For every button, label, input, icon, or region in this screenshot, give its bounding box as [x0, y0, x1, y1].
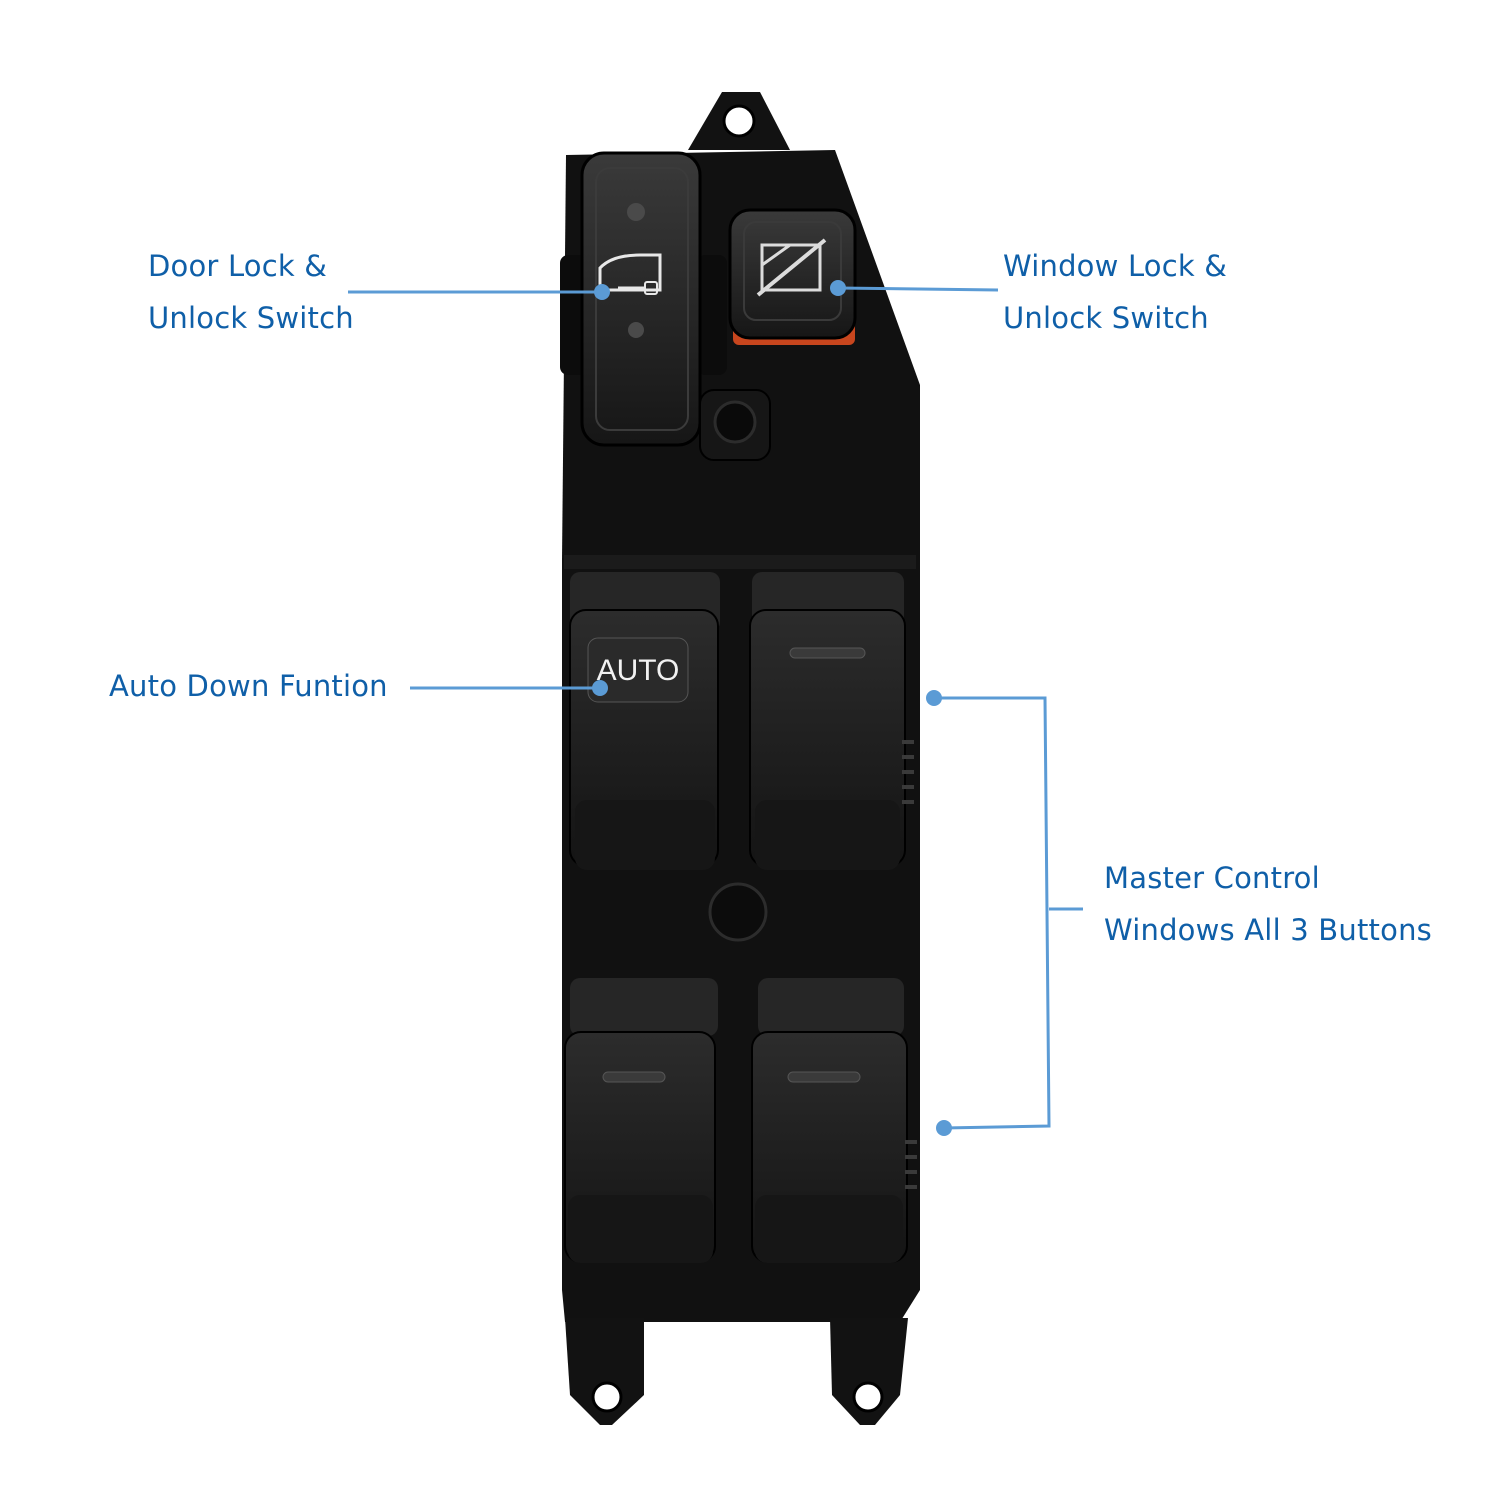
bottom-left-tab — [565, 1318, 644, 1425]
upper-screw — [699, 389, 771, 461]
door-lock-cap — [580, 151, 702, 447]
auto-badge: AUTO — [587, 637, 689, 703]
door-key-icon — [598, 253, 662, 295]
callout-leaders — [348, 286, 1083, 1130]
rocker-ridge — [602, 1071, 666, 1083]
grip-ridges — [902, 740, 914, 804]
master-control-bracket — [934, 696, 1051, 1130]
window-switch-rear-left[interactable] — [564, 978, 718, 1263]
door-lock-label: Door Lock & Unlock Switch — [148, 249, 354, 335]
window-crossed-icon — [756, 238, 827, 297]
grip-ridges — [905, 1140, 917, 1189]
bottom-right-tab — [830, 1318, 908, 1425]
upper-section-edge — [564, 555, 916, 569]
door-lock-dot — [594, 284, 610, 300]
auto-down-dot — [592, 680, 608, 696]
master-control-bottom-dot — [936, 1120, 952, 1136]
bottom-left-hole — [591, 1381, 623, 1413]
middle-screw — [708, 882, 768, 942]
rocker-ridge — [789, 647, 866, 659]
top-mount-hole — [722, 104, 756, 138]
master-control-top-dot — [926, 690, 942, 706]
window-switch-rear-right[interactable] — [751, 978, 917, 1263]
window-switch-driver-auto[interactable]: AUTO — [569, 572, 720, 870]
callout-dots — [592, 280, 952, 1136]
rocker-ridge — [787, 1071, 861, 1083]
auto-down-label: Auto Down Funtion — [109, 669, 388, 703]
auto-label: AUTO — [597, 654, 680, 687]
window-lock-dot — [830, 280, 846, 296]
bottom-right-hole — [852, 1381, 884, 1413]
master-control-label: Master Control Windows All 3 Buttons — [1104, 861, 1432, 947]
door-lock-switch[interactable] — [560, 151, 727, 447]
window-lock-label: Window Lock & Unlock Switch — [1003, 249, 1228, 335]
window-lock-switch[interactable] — [728, 208, 857, 345]
window-switch-passenger[interactable] — [749, 572, 914, 870]
window-lock-leader — [837, 286, 999, 292]
